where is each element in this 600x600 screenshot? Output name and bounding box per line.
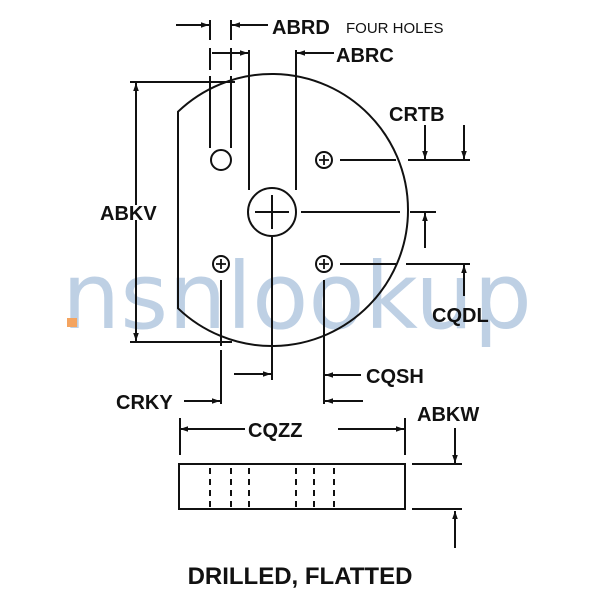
center-hole bbox=[247, 187, 297, 237]
hole-bottom-left bbox=[212, 255, 230, 273]
hole-bottom-right bbox=[315, 255, 333, 273]
edge-view-body bbox=[178, 463, 406, 510]
dimension-arrows bbox=[133, 22, 467, 548]
hidden-hole-lines bbox=[209, 468, 335, 507]
hole-bottom-left-center bbox=[216, 259, 226, 269]
label-crtb: CRTB bbox=[389, 104, 445, 126]
label-crky: CRKY bbox=[116, 392, 173, 414]
label-abrc: ABRC bbox=[336, 45, 394, 67]
hole-bottom-right-center bbox=[319, 259, 329, 269]
diagram-title: DRILLED, FLATTED bbox=[188, 563, 413, 590]
watermark-text: nsnlookup bbox=[62, 243, 532, 350]
hole-top-right-center bbox=[319, 155, 329, 165]
label-cqsh: CQSH bbox=[366, 366, 424, 388]
label-four-holes: FOUR HOLES bbox=[346, 20, 444, 37]
label-cqzz: CQZZ bbox=[248, 420, 302, 442]
label-cqdl: CQDL bbox=[432, 305, 489, 327]
abkw-ext bbox=[412, 463, 462, 510]
disc-outline bbox=[177, 73, 409, 347]
cqzz-ext bbox=[179, 418, 406, 455]
label-abkw: ABKW bbox=[417, 404, 479, 426]
center-hole-crosshair bbox=[255, 195, 289, 229]
edge-view bbox=[178, 418, 462, 510]
watermark: nsnlookup bbox=[62, 243, 532, 350]
watermark-dot bbox=[67, 318, 77, 327]
label-abkv: ABKV bbox=[100, 203, 157, 225]
hole-top-right bbox=[315, 151, 333, 169]
front-view bbox=[177, 73, 409, 347]
label-abrd: ABRD bbox=[272, 17, 330, 39]
hole-top-left bbox=[210, 149, 232, 171]
